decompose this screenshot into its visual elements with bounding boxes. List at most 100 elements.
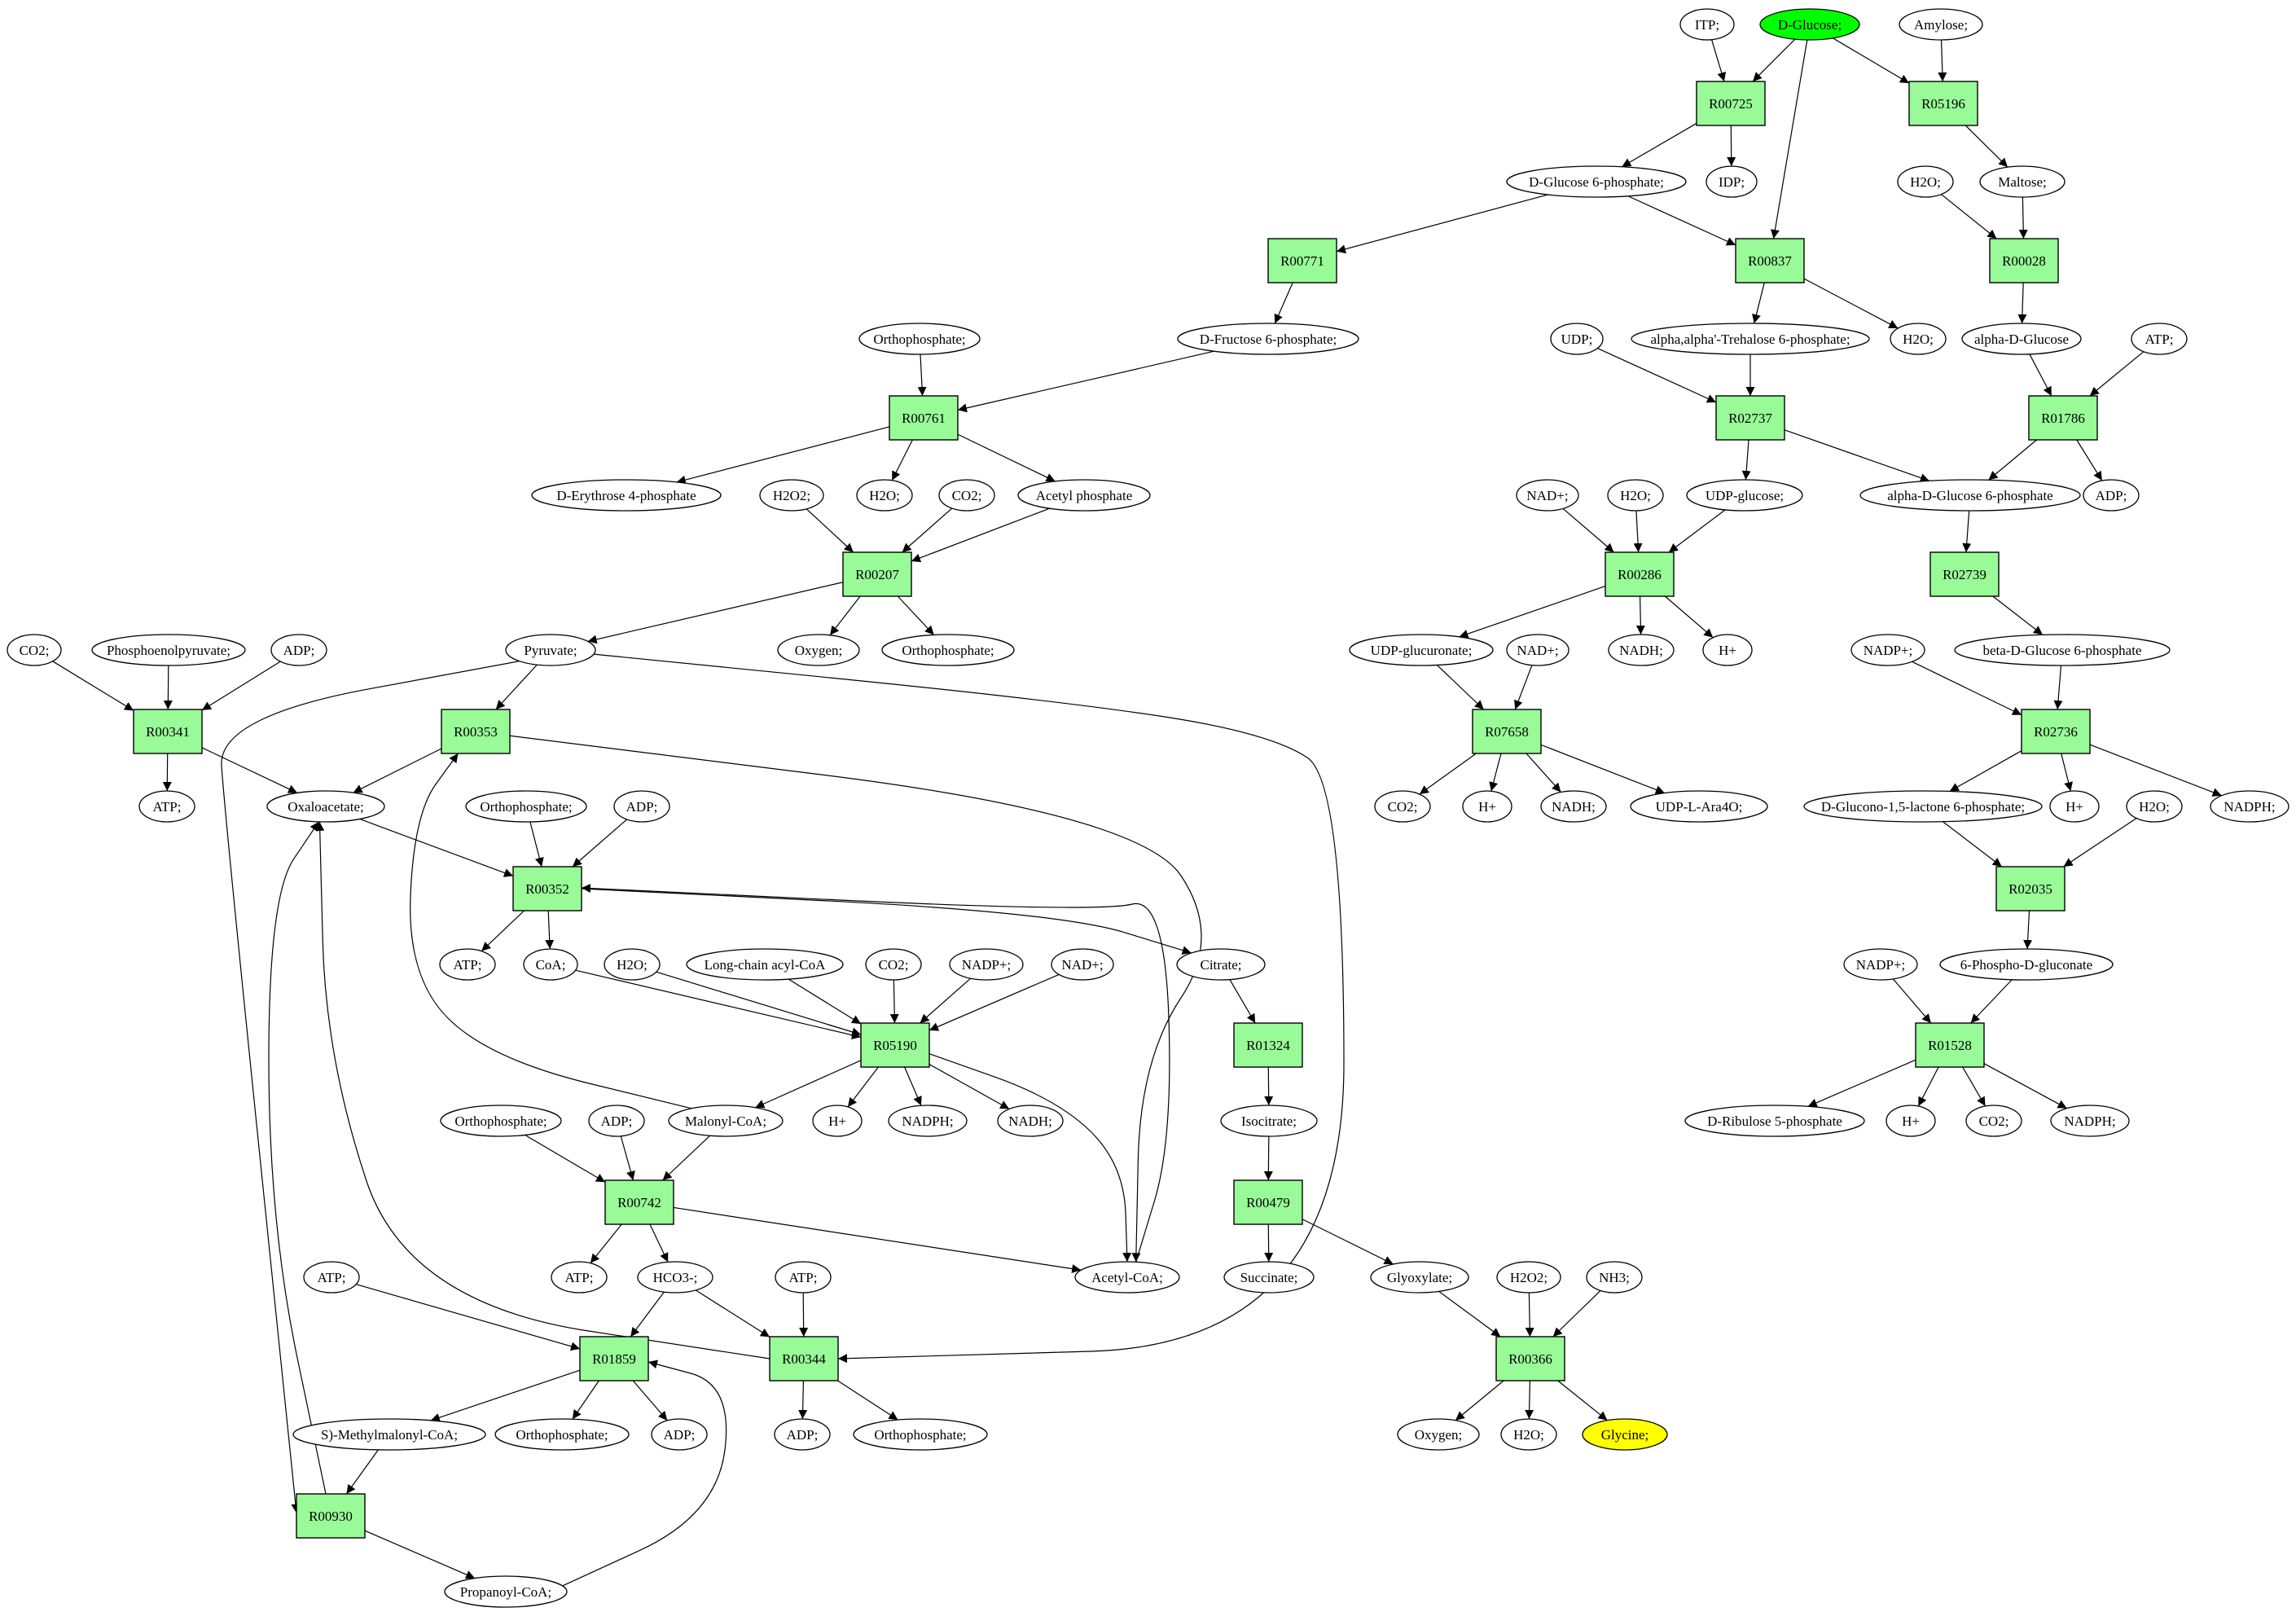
metabolite-node-ortho-d[interactable]: Orthophosphate; [440, 1105, 562, 1137]
metabolite-node-nadh-a[interactable]: NADH; [1608, 634, 1675, 666]
metabolite-node-udpglc[interactable]: UDP-glucose; [1686, 479, 1803, 512]
metabolite-node-co2-d[interactable]: CO2; [865, 948, 922, 981]
metabolite-node-nadpplus-c[interactable]: NADP+; [1843, 948, 1918, 981]
metabolite-node-hplus-c[interactable]: H+ [2049, 790, 2100, 823]
metabolite-node-betag6p[interactable]: beta-D-Glucose 6-phosphate [1954, 634, 2171, 666]
metabolite-node-isocitrate[interactable]: Isocitrate; [1220, 1105, 1318, 1137]
metabolite-node-itp[interactable]: ITP; [1679, 8, 1735, 41]
metabolite-node-malonylcoa[interactable]: Malonyl-CoA; [668, 1105, 784, 1137]
metabolite-node-ortho-a[interactable]: Orthophosphate; [858, 323, 981, 355]
metabolite-node-nadplus-c[interactable]: NAD+; [1051, 948, 1114, 981]
reaction-node-r02739[interactable]: R02739 [1929, 551, 2000, 597]
metabolite-node-trehalose6p[interactable]: alpha,alpha'-Trehalose 6-phosphate; [1631, 323, 1870, 355]
metabolite-node-udpara[interactable]: UDP-L-Ara4O; [1630, 790, 1768, 823]
metabolite-node-pyruvate[interactable]: Pyruvate; [505, 634, 596, 666]
metabolite-node-oaa[interactable]: Oxaloacetate; [266, 790, 385, 823]
reaction-node-r01528[interactable]: R01528 [1915, 1022, 1985, 1068]
reaction-node-r00341[interactable]: R00341 [133, 709, 203, 754]
reaction-node-r00366[interactable]: R00366 [1495, 1336, 1565, 1381]
metabolite-node-ortho-f[interactable]: Orthophosphate; [853, 1418, 988, 1451]
metabolite-node-ortho-c[interactable]: Orthophosphate; [465, 790, 587, 823]
metabolite-node-ortho-b[interactable]: Orthophosphate; [881, 634, 1015, 666]
metabolite-node-hplus-b[interactable]: H+ [1462, 790, 1512, 823]
metabolite-node-h2o-b[interactable]: H2O; [1897, 165, 1954, 198]
metabolite-node-nadpplus-a[interactable]: NADP+; [1850, 634, 1925, 666]
metabolite-node-phosphogluconate[interactable]: 6-Phospho-D-gluconate [1939, 948, 2114, 981]
metabolite-node-adp-c[interactable]: ADP; [613, 790, 670, 823]
metabolite-node-g6p[interactable]: D-Glucose 6-phosphate; [1506, 165, 1687, 198]
metabolite-node-lcacylcoa[interactable]: Long-chain acyl-CoA [686, 948, 844, 981]
metabolite-node-adp-b[interactable]: ADP; [270, 634, 327, 666]
metabolite-node-atp-b[interactable]: ATP; [138, 790, 195, 823]
reaction-node-r00352[interactable]: R00352 [512, 866, 582, 911]
metabolite-node-hplus-d[interactable]: H+ [812, 1105, 863, 1137]
reaction-node-r02736[interactable]: R02736 [2021, 709, 2091, 754]
metabolite-node-glyoxylate[interactable]: Glyoxylate; [1370, 1261, 1469, 1294]
metabolite-node-maltose[interactable]: Maltose; [1979, 165, 2066, 198]
metabolite-node-succinate[interactable]: Succinate; [1223, 1261, 1315, 1294]
metabolite-node-acetylcoa[interactable]: Acetyl-CoA; [1074, 1261, 1180, 1294]
metabolite-node-h2o-e[interactable]: H2O; [2126, 790, 2183, 823]
metabolite-node-co2-a[interactable]: CO2; [938, 479, 995, 512]
metabolite-node-nadph-a[interactable]: NADPH; [2210, 790, 2289, 823]
metabolite-node-dglucose[interactable]: D-Glucose; [1759, 8, 1860, 41]
metabolite-node-adp-d[interactable]: ADP; [588, 1105, 645, 1137]
metabolite-node-acetylp[interactable]: Acetyl phosphate [1017, 479, 1151, 512]
metabolite-node-ribulose5p[interactable]: D-Ribulose 5-phosphate [1684, 1105, 1865, 1137]
metabolite-node-nadh-b[interactable]: NADH; [1540, 790, 1607, 823]
reaction-node-r00742[interactable]: R00742 [604, 1179, 674, 1225]
reaction-node-r00286[interactable]: R00286 [1605, 551, 1675, 597]
reaction-node-r01324[interactable]: R01324 [1233, 1022, 1303, 1068]
metabolite-node-atp-f[interactable]: ATP; [775, 1261, 832, 1294]
metabolite-node-glucono[interactable]: D-Glucono-1,5-lactone 6-phosphate; [1803, 790, 2043, 823]
metabolite-node-e4p[interactable]: D-Erythrose 4-phosphate [531, 479, 722, 512]
metabolite-node-coa[interactable]: CoA; [523, 948, 578, 981]
reaction-node-r00771[interactable]: R00771 [1267, 238, 1337, 283]
metabolite-node-udp[interactable]: UDP; [1550, 323, 1604, 355]
metabolite-node-co2-c[interactable]: CO2; [1374, 790, 1431, 823]
metabolite-node-nh3[interactable]: NH3; [1586, 1261, 1643, 1294]
metabolite-node-adp-e[interactable]: ADP; [651, 1418, 708, 1451]
reaction-node-r00930[interactable]: R00930 [296, 1493, 366, 1539]
metabolite-node-nadph-c[interactable]: NADPH; [2050, 1105, 2130, 1137]
reaction-node-r01786[interactable]: R01786 [2028, 395, 2098, 441]
reaction-node-r00353[interactable]: R00353 [441, 709, 511, 754]
reaction-node-r05190[interactable]: R05190 [860, 1022, 930, 1068]
metabolite-node-alphag6p[interactable]: alpha-D-Glucose 6-phosphate [1859, 479, 2081, 512]
metabolite-node-adp-f[interactable]: ADP; [774, 1418, 831, 1451]
reaction-node-r00761[interactable]: R00761 [889, 395, 959, 441]
metabolite-node-h2o2-b[interactable]: H2O2; [1496, 1261, 1561, 1294]
reaction-node-r05196[interactable]: R05196 [1908, 81, 1978, 126]
metabolite-node-adp-a[interactable]: ADP; [2083, 479, 2140, 512]
metabolite-node-atp-d[interactable]: ATP; [551, 1261, 608, 1294]
metabolite-node-h2o-c[interactable]: H2O; [856, 479, 913, 512]
metabolite-node-amylose[interactable]: Amylose; [1899, 8, 1983, 41]
metabolite-node-co2-b[interactable]: CO2; [7, 634, 62, 666]
metabolite-node-nadpplus-b[interactable]: NADP+; [949, 948, 1024, 981]
metabolite-node-oxygen-b[interactable]: Oxygen; [1397, 1418, 1480, 1451]
metabolite-node-h2o-f[interactable]: H2O; [604, 948, 661, 981]
reaction-node-r01859[interactable]: R01859 [579, 1336, 649, 1381]
metabolite-node-udpglcur[interactable]: UDP-glucuronate; [1349, 634, 1494, 666]
metabolite-node-h2o-g[interactable]: H2O; [1500, 1418, 1557, 1451]
reaction-node-r00837[interactable]: R00837 [1735, 238, 1805, 283]
metabolite-node-methylmalonyl[interactable]: S)-Methylmalonyl-CoA; [292, 1418, 486, 1451]
metabolite-node-h2o2-a[interactable]: H2O2; [759, 479, 824, 512]
metabolite-node-nad-b[interactable]: NAD+; [1506, 634, 1569, 666]
reaction-node-r00207[interactable]: R00207 [842, 551, 912, 597]
metabolite-node-hplus-e[interactable]: H+ [1886, 1105, 1936, 1137]
reaction-node-r07658[interactable]: R07658 [1472, 709, 1542, 754]
metabolite-node-idp[interactable]: IDP; [1706, 165, 1758, 198]
metabolite-node-f6p[interactable]: D-Fructose 6-phosphate; [1177, 323, 1359, 355]
metabolite-node-atp-c[interactable]: ATP; [439, 948, 496, 981]
metabolite-node-citrate[interactable]: Citrate; [1176, 948, 1266, 981]
reaction-node-r00344[interactable]: R00344 [769, 1336, 839, 1381]
reaction-node-r00028[interactable]: R00028 [1989, 238, 2059, 283]
metabolite-node-nadp-a[interactable]: NAD+; [1516, 479, 1579, 512]
reaction-node-r00725[interactable]: R00725 [1696, 81, 1766, 126]
metabolite-node-nadph-b[interactable]: NADPH; [888, 1105, 968, 1137]
metabolite-node-alphaglc[interactable]: alpha-D-Glucose [1961, 323, 2082, 355]
reaction-node-r00479[interactable]: R00479 [1233, 1179, 1303, 1225]
reaction-node-r02035[interactable]: R02035 [1995, 866, 2066, 911]
metabolite-node-h2o-d[interactable]: H2O; [1607, 479, 1664, 512]
